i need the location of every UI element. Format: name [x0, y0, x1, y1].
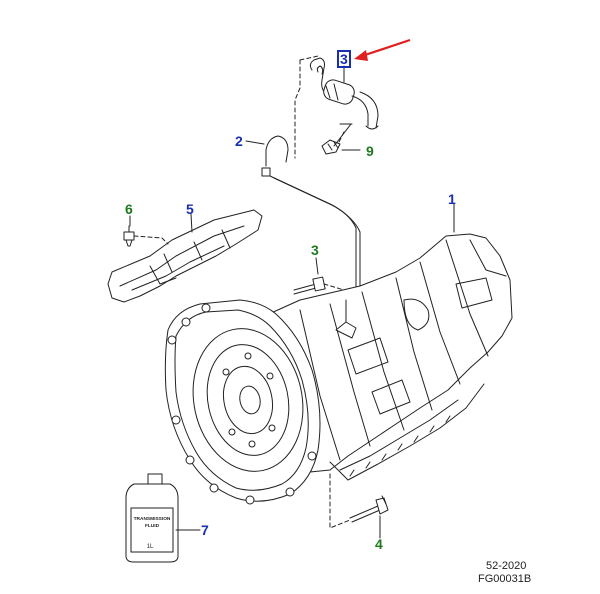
- reference-code-1: 52-2020: [486, 560, 527, 572]
- callout-3-bolt[interactable]: 3: [311, 242, 319, 258]
- highlight-box: [337, 50, 351, 68]
- reference-code-2: FG00031B: [478, 573, 532, 585]
- dipstick-tube: [261, 135, 361, 291]
- callout-2[interactable]: 2: [235, 133, 243, 149]
- bottle-label-line1: TRANSMISSION: [134, 516, 171, 522]
- callout-9[interactable]: 9: [366, 143, 374, 159]
- drain-guide-line: [329, 473, 351, 529]
- callout-1[interactable]: 1: [448, 191, 456, 207]
- bolt-guide-line: [133, 235, 169, 245]
- callout-7[interactable]: 7: [201, 522, 209, 538]
- callout-5[interactable]: 5: [186, 201, 194, 217]
- callout-3-breather[interactable]: 3: [340, 51, 348, 67]
- callout-4[interactable]: 4: [375, 536, 383, 552]
- transmission-assembly: [164, 233, 513, 505]
- mounting-bolt: [293, 276, 326, 295]
- callout-leader-lines: [129, 65, 455, 539]
- heat-shield-bolt: [123, 225, 135, 247]
- bottle-volume-label: 1L: [147, 544, 154, 550]
- pointer-arrow-icon: [354, 38, 411, 61]
- callout-6[interactable]: 6: [125, 201, 133, 217]
- drain-plug: [349, 495, 389, 523]
- transmission-fluid-bottle: [125, 473, 179, 563]
- breather-tube-assembly: [309, 57, 379, 130]
- heat-shield: [107, 209, 263, 303]
- bottle-label-line2: FLUID: [145, 523, 160, 529]
